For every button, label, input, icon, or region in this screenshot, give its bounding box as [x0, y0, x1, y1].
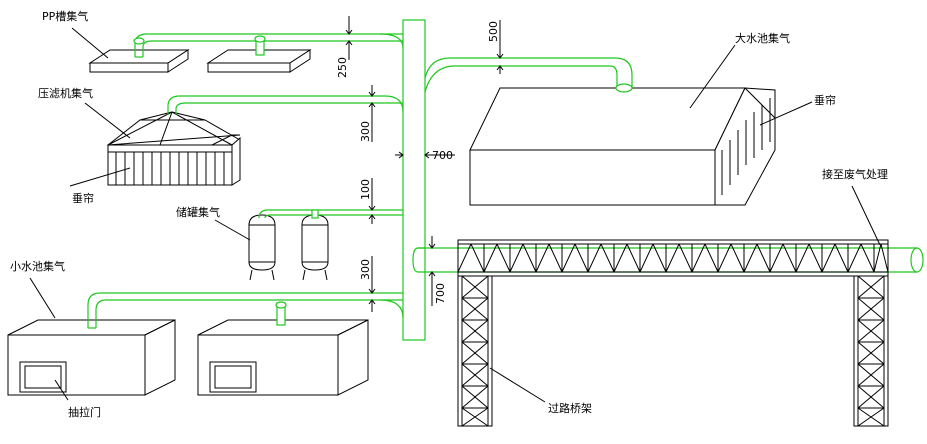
pp-tank-group: [88, 49, 312, 73]
label-pp-tank: PP槽集气: [42, 9, 88, 23]
small-pool-duct-top: [87, 292, 403, 328]
truss-member: [857, 341, 885, 365]
dim-250: 250: [336, 57, 349, 78]
truss-member: [561, 243, 576, 273]
truss-member: [769, 243, 784, 273]
truss-member: [461, 385, 489, 409]
truss-member: [730, 243, 745, 273]
filter-press-duct-top: [167, 95, 404, 115]
dim-500: 500: [487, 21, 500, 42]
label-to-exhaust: 接至废气处理: [822, 167, 888, 181]
truss-member: [821, 243, 836, 273]
truss-member: [678, 243, 693, 273]
label-big-pool: 大水池集气: [735, 31, 790, 45]
big-pool-duct-top: [424, 57, 633, 88]
filter-press-group: [106, 111, 241, 186]
truss-member: [782, 243, 797, 273]
truss-member: [613, 243, 628, 273]
label-curtain-right: 垂帘: [814, 93, 836, 107]
main-horizontal-duct-bottom: [412, 247, 917, 273]
truss-member: [743, 243, 758, 273]
truss-member: [880, 243, 889, 273]
truss-member: [704, 243, 719, 273]
truss-member: [691, 243, 706, 273]
truss-member: [857, 385, 885, 409]
truss-member: [483, 243, 498, 273]
storage-duct-top: [258, 209, 403, 219]
truss-member: [470, 243, 485, 273]
truss-member: [847, 243, 862, 273]
truss-member: [756, 243, 771, 273]
truss-member: [665, 243, 680, 273]
storage-tank-group: [248, 214, 329, 281]
truss-member: [496, 243, 511, 273]
truss-member: [717, 243, 732, 273]
truss-member: [857, 297, 885, 321]
big-pool-group: [469, 87, 776, 206]
label-curtain-left: 垂帘: [72, 191, 94, 205]
truss-member: [461, 297, 489, 321]
truss-member: [857, 275, 885, 299]
truss-member: [808, 243, 823, 273]
filter-press-curtain-strips: [108, 151, 232, 185]
truss-member: [600, 243, 615, 273]
label-drawer-door: 抽拉门: [68, 405, 101, 419]
truss-member: [652, 243, 667, 273]
truss-member: [574, 243, 589, 273]
label-bridge: 过路桥架: [548, 402, 592, 415]
truss-member: [873, 243, 882, 273]
truss-member: [857, 319, 885, 343]
filter-press-duct-bottom: [175, 102, 403, 115]
dim-700-horizontal: 700: [432, 149, 453, 162]
truss-member: [587, 243, 602, 273]
main-riser-duct: [402, 19, 426, 341]
drawer-door-right: [209, 361, 257, 393]
truss-member: [522, 243, 537, 273]
pp-duct-top: [134, 33, 403, 57]
leader-lines: [29, 27, 881, 403]
truss-member: [548, 243, 563, 273]
bridge-truss: [457, 239, 889, 427]
truss-member: [626, 243, 641, 273]
pp-duct-bottom: [142, 40, 403, 57]
truss-member: [461, 319, 489, 343]
truss-member: [461, 341, 489, 365]
dim-700-vertical: 700: [434, 283, 447, 304]
small-pool-group: [7, 319, 369, 396]
label-storage-tank: 储罐集气: [176, 205, 220, 219]
truss-member: [857, 363, 885, 387]
drawer-door-left: [19, 361, 67, 393]
label-small-pool: 小水池集气: [10, 259, 65, 273]
label-filter-press: 压滤机集气: [38, 86, 93, 100]
truss-member: [860, 243, 875, 273]
truss-member: [457, 243, 472, 273]
truss-member: [461, 407, 489, 427]
dim-100: 100: [359, 179, 372, 200]
dimension-lines: [345, 16, 504, 312]
truss-member: [535, 243, 550, 273]
truss-member: [857, 407, 885, 427]
truss-member: [834, 243, 849, 273]
truss-member: [461, 363, 489, 387]
big-pool-curtain-strips: [721, 98, 771, 195]
truss-member: [509, 243, 524, 273]
dim-300-upper: 300: [359, 121, 372, 142]
truss-member: [639, 243, 654, 273]
truss-member: [461, 275, 489, 299]
dim-300-lower: 300: [359, 259, 372, 280]
truss-member: [795, 243, 810, 273]
